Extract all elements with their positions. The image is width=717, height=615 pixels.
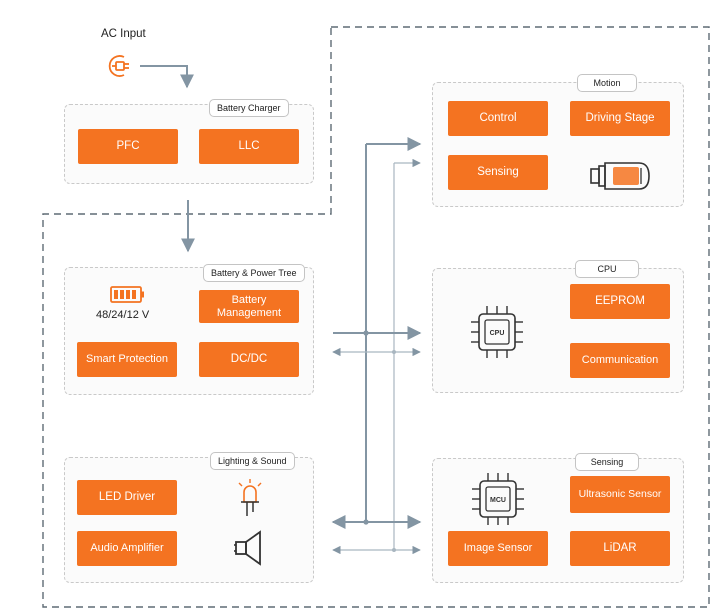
motion-group: Motion Control Driving Stage Sensing — [432, 74, 684, 207]
speaker-icon — [234, 530, 261, 566]
smart-protection-block[interactable]: Smart Protection — [77, 342, 177, 377]
junction-dot — [363, 330, 369, 336]
ac-input-arrow — [140, 65, 194, 89]
system-boundary — [42, 26, 710, 608]
image-sensor-block[interactable]: Image Sensor — [448, 531, 548, 566]
lighting-sound-label: Lighting & Sound — [210, 452, 295, 470]
battery-power-tree-label: Battery & Power Tree — [203, 264, 305, 282]
cpu-group: CPU CPU EEPROM Communication — [432, 260, 684, 393]
ultrasonic-sensor-block[interactable]: Ultrasonic Sensor — [570, 476, 670, 513]
driving-stage-block[interactable]: Driving Stage — [570, 101, 670, 136]
audio-amplifier-block[interactable]: Audio Amplifier — [77, 531, 177, 566]
voltage-label: 48/24/12 V — [96, 309, 150, 321]
ac-input-label: AC Input — [101, 28, 146, 40]
battery-management-block[interactable]: Battery Management — [199, 290, 299, 323]
sensing-group: Sensing MCU Ultrasonic Sensor Image Sens… — [432, 453, 684, 583]
control-block[interactable]: Control — [448, 101, 548, 136]
sensing-label: Sensing — [575, 453, 639, 471]
mcu-chip-text: MCU — [490, 497, 506, 504]
cpu-chip-icon: CPU — [471, 306, 523, 358]
motion-sensing-block[interactable]: Sensing — [448, 155, 548, 190]
motion-label: Motion — [577, 74, 637, 92]
battery-power-tree-group: Battery & Power Tree 48/24/12 V Battery … — [64, 264, 314, 395]
junction-dot — [363, 519, 369, 525]
lighting-sound-group: Lighting & Sound LED Driver Audio Amplif… — [64, 452, 314, 583]
junction-dot — [392, 350, 396, 354]
pfc-block[interactable]: PFC — [78, 129, 178, 164]
plug-icon — [108, 55, 129, 77]
led-driver-block[interactable]: LED Driver — [77, 480, 177, 515]
battery-charger-label: Battery Charger — [209, 99, 289, 117]
communication-block[interactable]: Communication — [570, 343, 670, 378]
mcu-chip-icon: MCU — [472, 473, 524, 525]
motor-icon — [590, 162, 650, 190]
led-icon — [238, 479, 262, 516]
battery-icon — [110, 286, 144, 303]
cpu-label: CPU — [575, 260, 639, 278]
lidar-block[interactable]: LiDAR — [570, 531, 670, 566]
llc-block[interactable]: LLC — [199, 129, 299, 164]
battery-charger-group: Battery Charger PFC LLC — [64, 99, 314, 184]
cpu-chip-text: CPU — [490, 330, 505, 337]
eeprom-block[interactable]: EEPROM — [570, 284, 670, 319]
junction-dot — [392, 548, 396, 552]
dcdc-block[interactable]: DC/DC — [199, 342, 299, 377]
